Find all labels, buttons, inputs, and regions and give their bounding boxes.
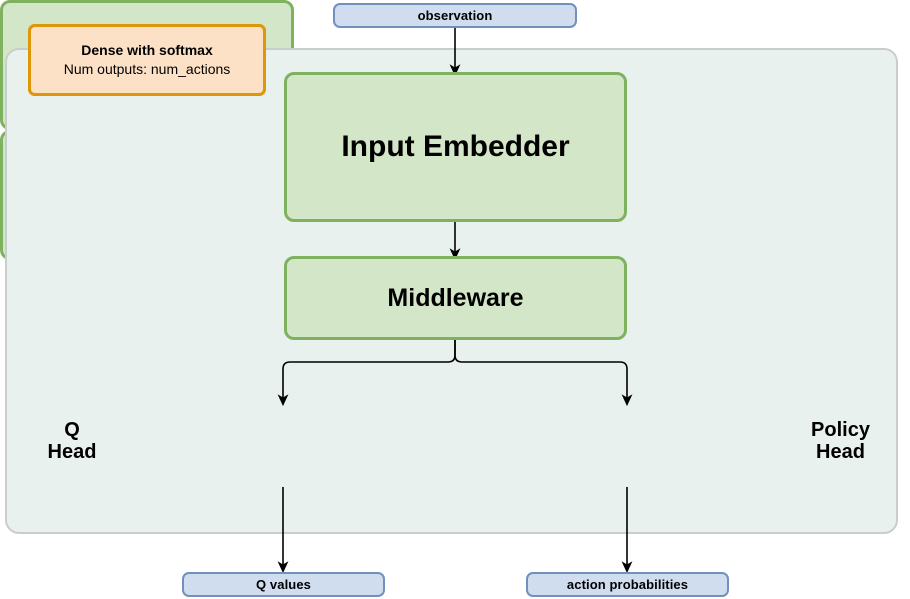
observation-label: observation xyxy=(417,8,493,23)
action-probabilities-label: action probabilities xyxy=(566,577,689,592)
input-embedder-box: Input Embedder xyxy=(284,72,627,222)
q-values-box: Q values xyxy=(182,572,385,597)
policy-head-dense-title: Dense with softmax xyxy=(81,42,213,59)
policy-head-dense-subtitle: Num outputs: num_actions xyxy=(63,61,231,77)
q-values-label: Q values xyxy=(256,577,311,592)
policy-head-side-label: Policy Head xyxy=(811,419,870,464)
observation-box: observation xyxy=(333,3,577,28)
input-embedder-label: Input Embedder xyxy=(341,130,570,163)
q-head-side-label: Q Head xyxy=(47,419,97,464)
middleware-label: Middleware xyxy=(387,283,524,312)
policy-head-dense-box: Dense with softmax Num outputs: num_acti… xyxy=(28,24,266,96)
action-probabilities-box: action probabilities xyxy=(526,572,729,597)
middleware-box: Middleware xyxy=(284,256,627,340)
